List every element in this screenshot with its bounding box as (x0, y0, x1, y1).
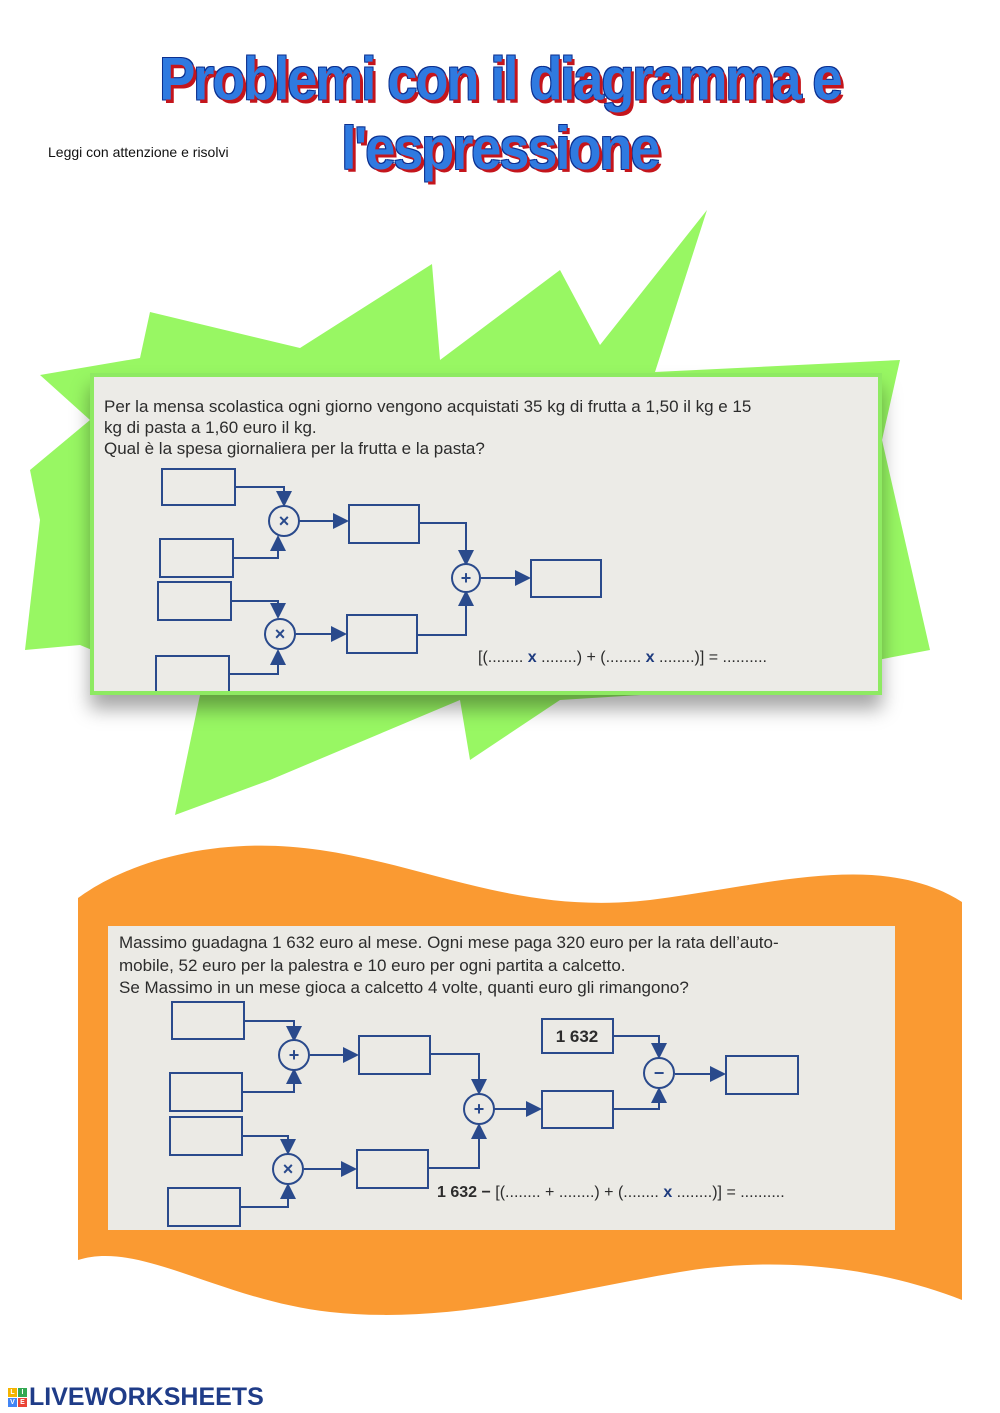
page-title: Problemi con il diagramma e l'espression… (159, 45, 842, 183)
p2-input-box-2[interactable] (169, 1072, 243, 1112)
p1-result-box-2[interactable] (346, 614, 418, 654)
problem-1-diagram: × × + (155, 468, 602, 691)
brand-name: LIVEWORKSHEETS (29, 1382, 264, 1411)
instructions: Leggi con attenzione e risolvi (48, 144, 229, 160)
p2-op-4: − (654, 1063, 665, 1083)
p1-multiply-node-2 (264, 618, 296, 650)
problem-2-expression: 1 632 − [(........ + ........) + (......… (437, 1184, 785, 1202)
p2-plus-node-1 (278, 1039, 310, 1071)
p1-expr-part2: ........) + (........ (536, 649, 646, 666)
p2-given-value: 1 632 (556, 1027, 599, 1046)
p2-input-box-4[interactable] (167, 1187, 241, 1227)
problem-1-text-line2: kg di pasta a 1,60 euro il kg. (104, 418, 317, 437)
p1-multiply-node-1 (268, 505, 300, 537)
p1-op-2: × (275, 624, 286, 644)
problem-2-text-line2: mobile, 52 euro per la palestra e 10 eur… (119, 956, 626, 975)
p2-result-box-1[interactable] (358, 1035, 431, 1075)
p1-expr-op2: x (645, 649, 655, 666)
p2-result-box-3[interactable] (541, 1090, 614, 1129)
problem-2-text-line3: Se Massimo in un mese gioca a calcetto 4… (119, 978, 689, 997)
p2-input-box-1[interactable] (171, 1001, 245, 1040)
p2-expr-part2: ........)] = .......... (672, 1184, 785, 1201)
p1-final-box[interactable] (530, 559, 602, 598)
problem-2-text-line1: Massimo guadagna 1 632 euro al mese. Ogn… (119, 933, 779, 952)
problem-2-diagram: + × + − 1 632 (167, 1001, 799, 1227)
p1-result-box-1[interactable] (348, 504, 420, 544)
p2-op-3: + (474, 1099, 485, 1119)
p1-op-1: × (279, 511, 290, 531)
problem-1-text-line1: Per la mensa scolastica ogni giorno veng… (104, 397, 752, 416)
p2-op-2: × (283, 1159, 294, 1179)
p2-multiply-node (272, 1153, 304, 1185)
p2-expr-part1: [(........ + ........) + (........ (490, 1184, 664, 1201)
footer-brand[interactable]: L I V E LIVEWORKSHEETS (8, 1382, 264, 1412)
liveworksheets-logo-icon: L I V E (8, 1387, 27, 1407)
p1-input-box-4[interactable] (155, 655, 230, 691)
p1-expr-part1: [(........ (478, 649, 528, 666)
p2-expr-lead: 1 632 − (437, 1184, 491, 1201)
p2-result-box-2[interactable] (356, 1149, 429, 1189)
problem-1-text-line3: Qual è la spesa giornaliera per la frutt… (104, 439, 485, 458)
p1-expr-part3: ........)] = .......... (654, 649, 767, 666)
p1-plus-node (451, 563, 481, 593)
p2-op-1: + (289, 1045, 300, 1065)
p1-expr-op1: x (527, 649, 537, 666)
p2-given-box (541, 1018, 614, 1054)
p2-minus-node (643, 1057, 675, 1089)
p2-expr-op: x (663, 1184, 673, 1201)
problem-1-expression: [(........ x ........) + (........ x ...… (478, 649, 767, 667)
p1-op-3: + (461, 568, 472, 588)
problem-1-card: Per la mensa scolastica ogni giorno veng… (90, 373, 882, 695)
p2-plus-node-2 (463, 1093, 495, 1125)
p1-input-box-1[interactable] (161, 468, 236, 506)
p2-final-box[interactable] (725, 1055, 799, 1095)
p2-input-box-3[interactable] (169, 1116, 243, 1156)
problem-2-card: Massimo guadagna 1 632 euro al mese. Ogn… (108, 926, 895, 1230)
p1-input-box-2[interactable] (159, 538, 234, 578)
p1-input-box-3[interactable] (157, 581, 232, 621)
